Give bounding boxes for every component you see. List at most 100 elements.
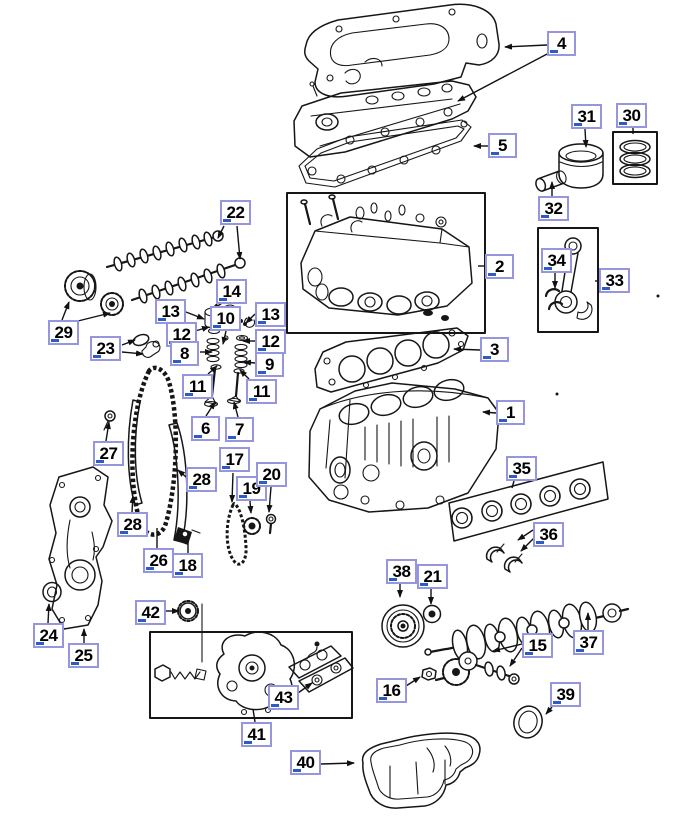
part-callout-28[interactable]: 28 <box>117 512 148 537</box>
link-tick <box>576 649 584 652</box>
part-callout-42[interactable]: 42 <box>135 600 166 625</box>
part-callout-36[interactable]: 36 <box>533 522 564 547</box>
cylinder-head-drawing <box>286 192 486 334</box>
part-callout-27[interactable]: 27 <box>93 441 124 466</box>
part-callout-6[interactable]: 6 <box>191 416 220 441</box>
leader-line <box>121 350 144 357</box>
part-callout-38[interactable]: 38 <box>386 559 417 584</box>
part-number: 11 <box>253 382 270 401</box>
part-callout-24[interactable]: 24 <box>33 623 64 648</box>
part-callout-43[interactable]: 43 <box>268 685 299 710</box>
part-callout-14[interactable]: 14 <box>216 279 247 304</box>
part-callout-12[interactable]: 12 <box>255 329 286 354</box>
part-number: 32 <box>544 199 563 218</box>
link-tick <box>244 741 252 744</box>
part-callout-23[interactable]: 23 <box>90 336 121 361</box>
part-callout-15[interactable]: 15 <box>522 633 553 658</box>
link-tick <box>541 215 549 218</box>
part-callout-2[interactable]: 2 <box>485 254 514 279</box>
crank-spacer-drawing <box>422 604 442 624</box>
leader-line <box>236 225 243 260</box>
balance-shaft-drawing <box>434 651 520 686</box>
part-callout-11[interactable]: 11 <box>246 379 277 404</box>
part-callout-11[interactable]: 11 <box>182 374 213 399</box>
link-tick <box>120 531 128 534</box>
part-callout-41[interactable]: 41 <box>241 722 272 747</box>
part-callout-18[interactable]: 18 <box>172 553 203 578</box>
part-number: 33 <box>605 271 624 290</box>
timing-chain-drawing <box>130 365 179 537</box>
leader-line <box>205 401 216 417</box>
camshafts-drawing <box>105 230 246 304</box>
part-callout-8[interactable]: 8 <box>170 341 199 366</box>
part-callout-33[interactable]: 33 <box>599 268 630 293</box>
rear-crank-seal-drawing <box>513 705 543 739</box>
part-callout-13[interactable]: 13 <box>155 299 186 324</box>
part-callout-34[interactable]: 34 <box>541 248 572 273</box>
part-callout-1[interactable]: 1 <box>496 400 525 425</box>
thrust-washers-drawing <box>485 543 523 573</box>
part-number: 5 <box>498 136 507 155</box>
part-callout-16[interactable]: 16 <box>376 678 407 703</box>
part-number: 22 <box>226 203 245 222</box>
part-callout-26[interactable]: 26 <box>143 548 174 573</box>
part-callout-10[interactable]: 10 <box>210 306 241 331</box>
part-callout-40[interactable]: 40 <box>290 750 321 775</box>
part-callout-22[interactable]: 22 <box>220 200 251 225</box>
part-callout-30[interactable]: 30 <box>616 103 647 128</box>
leader-line <box>217 225 225 239</box>
leader-line <box>297 682 313 694</box>
part-callout-25[interactable]: 25 <box>68 643 99 668</box>
part-callout-17[interactable]: 17 <box>219 447 250 472</box>
part-callout-29[interactable]: 29 <box>48 320 79 345</box>
head-gasket-drawing <box>314 327 469 393</box>
part-number: 41 <box>247 725 266 744</box>
leader-line <box>104 421 111 442</box>
part-callout-32[interactable]: 32 <box>538 196 569 221</box>
part-callout-3[interactable]: 3 <box>480 337 509 362</box>
part-number: 18 <box>178 556 197 575</box>
part-callout-20[interactable]: 20 <box>256 462 287 487</box>
link-tick <box>574 123 582 126</box>
link-tick <box>258 348 266 351</box>
part-number: 30 <box>622 106 641 125</box>
part-callout-21[interactable]: 21 <box>417 564 448 589</box>
link-tick <box>258 371 266 374</box>
part-callout-37[interactable]: 37 <box>573 630 604 655</box>
part-number: 3 <box>490 340 499 359</box>
part-callout-35[interactable]: 35 <box>506 456 537 481</box>
link-tick <box>550 50 558 53</box>
link-tick <box>249 398 257 401</box>
part-callout-4[interactable]: 4 <box>547 31 576 56</box>
part-callout-9[interactable]: 9 <box>255 352 284 377</box>
part-callout-19[interactable]: 19 <box>236 476 267 501</box>
part-number: 34 <box>547 251 566 270</box>
part-callout-31[interactable]: 31 <box>571 104 602 129</box>
link-tick <box>619 122 627 125</box>
part-number: 12 <box>261 332 280 351</box>
camshaft-sprockets-drawing <box>64 270 124 316</box>
leader-line <box>457 52 550 102</box>
piston-rings-drawing <box>612 131 658 185</box>
part-number: 42 <box>141 603 160 622</box>
leader-line <box>320 760 355 767</box>
part-number: 28 <box>192 470 211 489</box>
part-number: 35 <box>512 459 531 478</box>
chain-tensioner-drawing <box>174 527 201 545</box>
link-tick <box>36 642 44 645</box>
part-number: 12 <box>172 325 191 344</box>
part-callout-13[interactable]: 13 <box>255 302 286 327</box>
leader-line <box>545 706 553 715</box>
speck-dot <box>555 392 559 396</box>
part-callout-28[interactable]: 28 <box>186 467 217 492</box>
part-callout-5[interactable]: 5 <box>488 133 517 158</box>
part-callout-7[interactable]: 7 <box>225 417 254 442</box>
part-number: 1 <box>506 403 515 422</box>
part-number: 36 <box>539 525 558 544</box>
part-callout-39[interactable]: 39 <box>550 682 581 707</box>
balance-chain-drawing <box>225 502 248 566</box>
link-tick <box>158 318 166 321</box>
leader-line <box>177 469 187 478</box>
